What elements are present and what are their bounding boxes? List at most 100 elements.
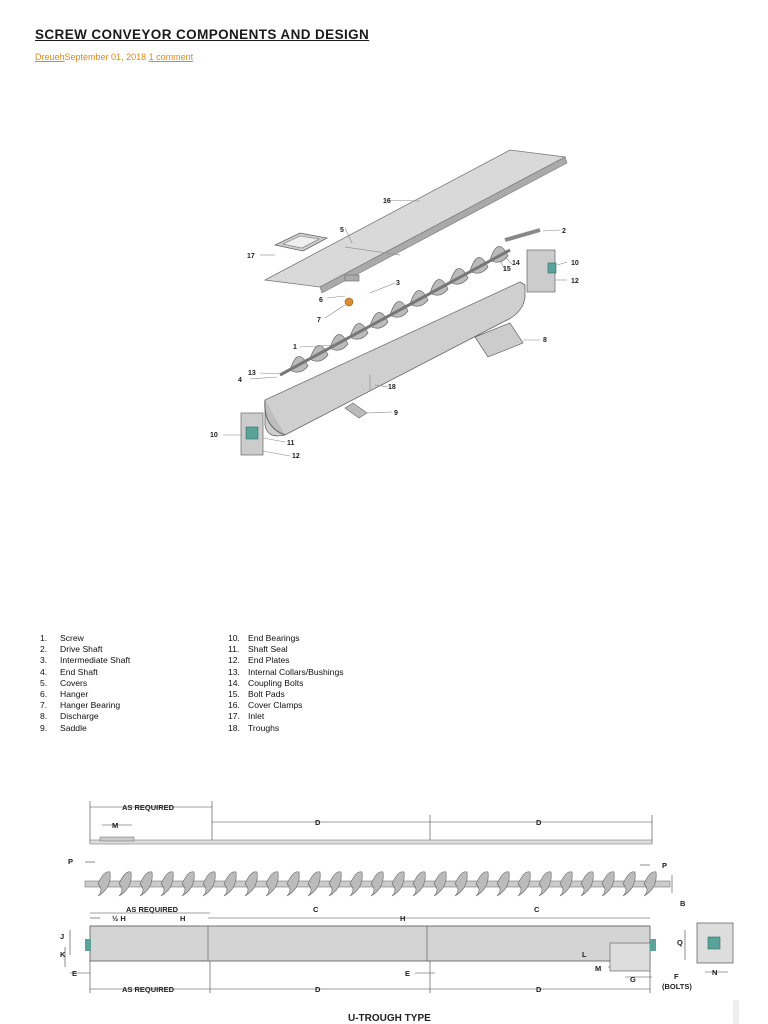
flight	[643, 871, 657, 897]
dim-m-bottom: M	[595, 964, 601, 973]
callout-14: 14	[512, 260, 520, 267]
dim-b: B	[680, 899, 686, 908]
callout-16: 16	[383, 198, 391, 205]
list-item: 5.Covers	[40, 677, 88, 688]
flight	[349, 871, 363, 897]
callout-12-left: 12	[292, 453, 300, 460]
callout-5: 5	[340, 227, 344, 234]
list-item: 1.Screw	[40, 633, 84, 643]
dim-f: F	[674, 972, 679, 981]
list-item: 3.Intermediate Shaft	[40, 655, 131, 666]
dim-as-required-mid: AS REQUIRED	[126, 905, 179, 914]
flight	[433, 871, 447, 897]
dim-q: Q	[677, 938, 683, 947]
flight	[160, 871, 174, 897]
callout-8: 8	[543, 337, 547, 344]
exploded-conveyor-diagram: 1 2 3 4 5 6 7 8 9 10 11 12 13 14 15 16 1…	[210, 149, 579, 460]
dim-g: G	[630, 975, 636, 984]
list-item: 15.Bolt Pads	[228, 689, 285, 700]
flight	[328, 871, 342, 897]
hanger-bearing	[344, 297, 354, 307]
flight	[412, 871, 426, 897]
list-item: 4.End Shaft	[40, 666, 98, 677]
flight	[622, 871, 636, 897]
list-item: 10.End Bearings	[228, 633, 300, 643]
flight	[265, 871, 279, 897]
flight	[559, 871, 573, 897]
component-list-right: 10.End Bearings 11.Shaft Seal 12.End Pla…	[228, 633, 344, 734]
callout-7: 7	[317, 317, 321, 324]
dim-d-top-2: D	[536, 818, 542, 827]
dim-bolts: (BOLTS)	[662, 982, 692, 991]
post-date: September 01, 2018	[64, 52, 147, 62]
list-item: 8.Discharge	[40, 711, 99, 722]
comments-link[interactable]: 1 comment	[148, 52, 194, 62]
dim-d-bottom-2: D	[536, 985, 542, 994]
dim-e-mid: E	[405, 969, 410, 978]
scrollbar[interactable]	[733, 1000, 739, 1024]
component-list-left: 1.Screw 2.Drive Shaft 3.Intermediate Sha…	[40, 633, 130, 734]
callout-15: 15	[503, 266, 511, 273]
cover-panel	[319, 156, 568, 294]
dim-h-2: H	[400, 914, 405, 923]
dim-c-1: C	[313, 905, 319, 914]
flight	[181, 871, 195, 897]
callout-6: 6	[319, 297, 323, 304]
u-trough-dimension-diagram: AS REQUIRED M D D P P B AS REQUIRED ½ H …	[60, 801, 734, 1024]
post-meta: DreuehSeptember 01, 2018 1 comment	[35, 52, 193, 62]
dim-m-top: M	[112, 821, 118, 830]
flight	[370, 871, 384, 897]
list-item: 14.Coupling Bolts	[228, 677, 304, 688]
flight	[139, 871, 153, 897]
dim-c-2: C	[534, 905, 540, 914]
flight	[286, 871, 300, 897]
trough	[264, 281, 526, 437]
list-item: 17.Inlet	[228, 711, 265, 722]
dim-half-h: ½ H	[112, 914, 126, 923]
dim-h-1: H	[180, 914, 185, 923]
callout-17: 17	[247, 253, 255, 260]
list-item: 11.Shaft Seal	[228, 644, 288, 655]
cover-panel	[263, 149, 567, 288]
flight	[538, 871, 552, 897]
list-item: 7.Hanger Bearing	[40, 700, 121, 711]
figure-caption: U-TROUGH TYPE	[348, 1013, 431, 1024]
trough-body	[89, 925, 651, 962]
list-item: 18.Troughs	[228, 722, 280, 733]
flight	[118, 871, 132, 897]
flight	[580, 871, 594, 897]
dim-l: L	[582, 950, 587, 959]
callout-3: 3	[396, 280, 400, 287]
author-link[interactable]: Dreueh	[35, 52, 65, 62]
page-title: SCREW CONVEYOR COMPONENTS AND DESIGN	[35, 27, 370, 42]
hanger	[344, 274, 360, 282]
dim-d-bottom-1: D	[315, 985, 321, 994]
list-item: 13.Internal Collars/Bushings	[228, 666, 344, 677]
screw-flights	[97, 871, 657, 897]
callout-18: 18	[388, 384, 396, 391]
flight	[391, 871, 405, 897]
callout-2: 2	[562, 228, 566, 235]
dim-j: J	[60, 932, 64, 941]
dim-n: N	[712, 968, 717, 977]
list-item: 12.End Plates	[228, 655, 290, 666]
flight	[454, 871, 468, 897]
flight	[244, 871, 258, 897]
callout-1: 1	[293, 344, 297, 351]
dim-e-left: E	[72, 969, 77, 978]
list-item: 16.Cover Clamps	[228, 700, 303, 711]
callout-12-right: 12	[571, 278, 579, 285]
callout-9: 9	[394, 410, 398, 417]
saddle	[344, 402, 368, 419]
callout-10-left: 10	[210, 432, 218, 439]
flight	[601, 871, 615, 897]
list-item: 6.Hanger	[40, 689, 89, 700]
dim-as-required-bottom: AS REQUIRED	[122, 985, 175, 994]
flight	[496, 871, 510, 897]
dim-p-left: P	[68, 857, 73, 866]
flight	[202, 871, 216, 897]
callout-13: 13	[248, 370, 256, 377]
flight	[307, 871, 321, 897]
dim-as-required-top: AS REQUIRED	[122, 803, 175, 812]
discharge-outlet	[609, 942, 651, 972]
